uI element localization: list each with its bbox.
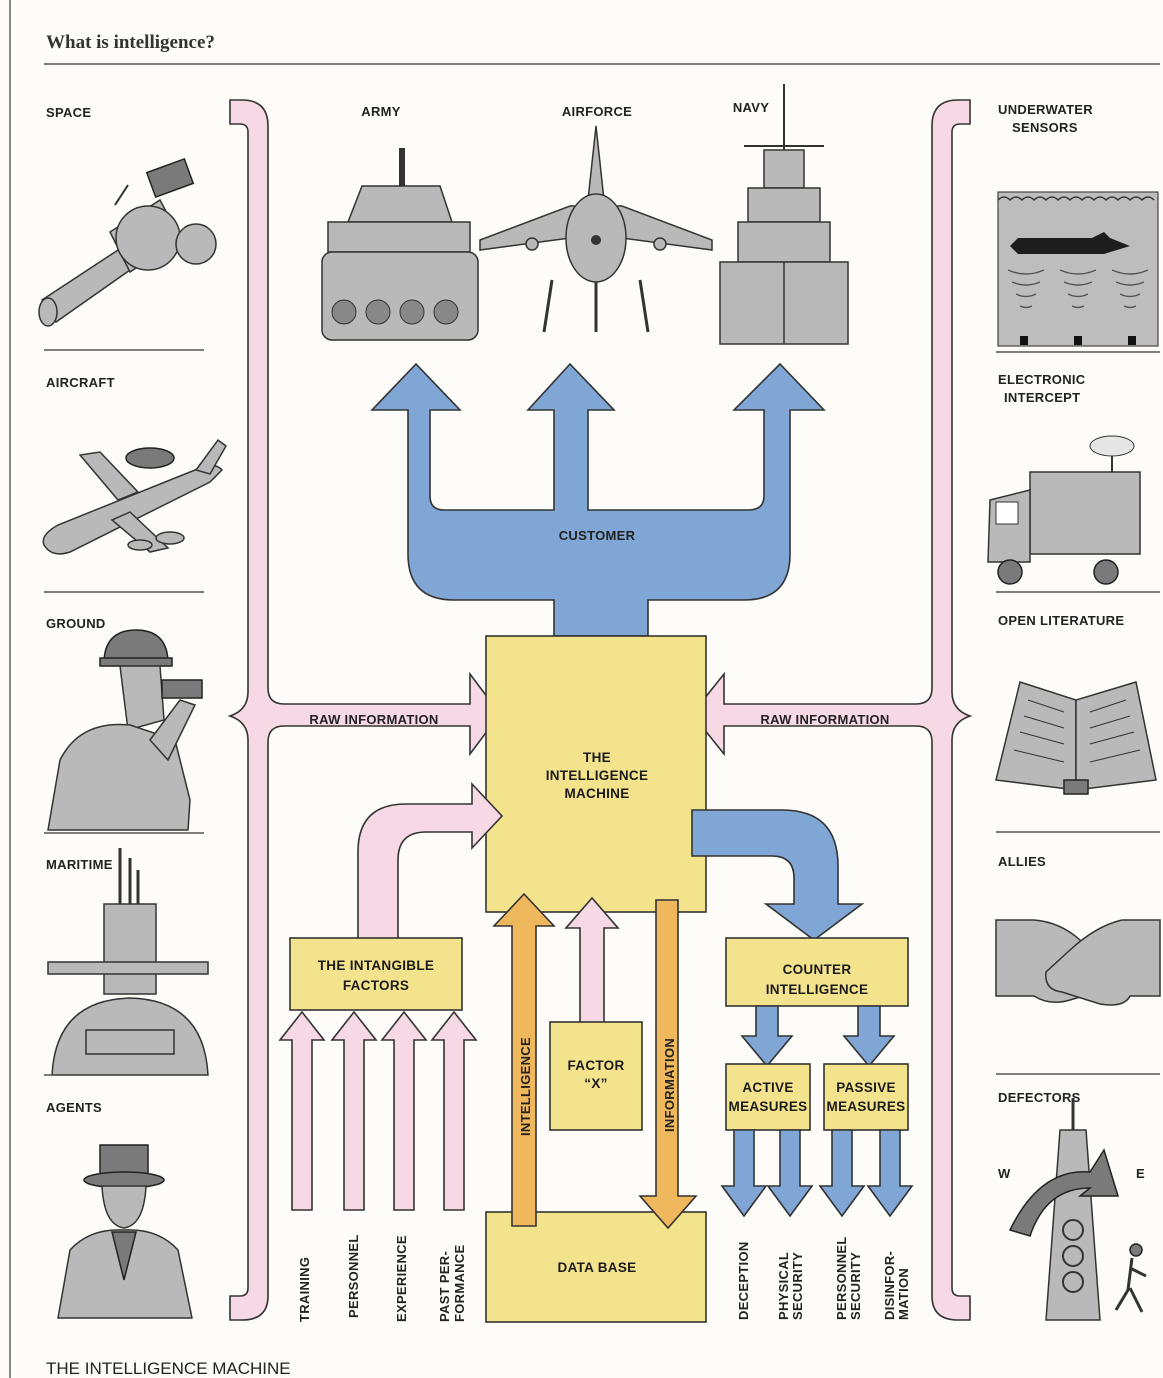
jet-fighter-icon bbox=[479, 125, 713, 333]
intelligence-up-arrow bbox=[492, 892, 556, 1227]
source-underwater-label-1: UNDERWATER bbox=[998, 102, 1093, 117]
source-maritime-label: MARITIME bbox=[46, 857, 113, 872]
source-electronic-label-1: ELECTRONIC bbox=[998, 372, 1086, 387]
output-physical-label: PHYSICAL bbox=[776, 1252, 791, 1320]
output-deception-label: DECEPTION bbox=[736, 1241, 751, 1320]
machine-to-counter-arrow bbox=[691, 809, 865, 941]
input-experience-label: EXPERIENCE bbox=[394, 1235, 409, 1322]
tank-icon bbox=[321, 148, 479, 341]
input-past-performance-label-2: FORMANCE bbox=[452, 1244, 467, 1322]
observer-binoculars-icon bbox=[47, 629, 203, 831]
data-base-box bbox=[485, 1211, 707, 1323]
open-book-icon bbox=[995, 681, 1157, 795]
intangible-factors-box bbox=[289, 937, 463, 1011]
intangible-label-1: THE INTANGIBLE bbox=[318, 958, 434, 973]
active-label-1: ACTIVE bbox=[742, 1080, 793, 1095]
data-base-label: DATA BASE bbox=[558, 1260, 637, 1275]
source-defectors-label: DEFECTORS bbox=[998, 1090, 1081, 1105]
intelligence-machine-box bbox=[485, 635, 707, 913]
counter-intelligence-box bbox=[725, 937, 909, 1007]
left-sources-column: SPACE AIRCRAFT GROUND bbox=[38, 105, 227, 1319]
output-disinformation-label-2: MATION bbox=[896, 1268, 911, 1320]
submarine-icon bbox=[47, 848, 209, 1076]
output-personnel-label: PERSONNEL bbox=[834, 1236, 849, 1320]
intelligence-flow-label: INTELLIGENCE bbox=[518, 1037, 533, 1136]
customer-airforce-label: AIRFORCE bbox=[562, 104, 632, 119]
factor-x-label-1: FACTOR bbox=[567, 1058, 624, 1073]
source-aircraft-label: AIRCRAFT bbox=[46, 375, 115, 390]
output-personnel-security-label: SECURITY bbox=[848, 1252, 863, 1320]
battleship-icon bbox=[719, 84, 849, 345]
source-electronic-label-2: INTERCEPT bbox=[1004, 390, 1080, 405]
figure-caption: THE INTELLIGENCE MACHINE bbox=[46, 1359, 291, 1378]
input-personnel-label: PERSONNEL bbox=[346, 1234, 361, 1318]
intercept-truck-icon bbox=[987, 435, 1141, 585]
measure-output-arrows bbox=[720, 1129, 914, 1218]
counter-label-2: INTELLIGENCE bbox=[766, 982, 869, 997]
counter-to-active-arrow bbox=[740, 1005, 794, 1068]
source-allies-label: ALLIES bbox=[998, 854, 1046, 869]
west-label: W bbox=[998, 1166, 1011, 1181]
intangible-to-machine-arrow bbox=[357, 781, 504, 953]
information-flow-label: INFORMATION bbox=[662, 1038, 677, 1132]
source-open-literature-label: OPEN LITERATURE bbox=[998, 613, 1124, 628]
customer-army-label: ARMY bbox=[361, 104, 401, 119]
underwater-sensors-icon bbox=[997, 191, 1159, 347]
passive-label-2: MEASURES bbox=[827, 1099, 906, 1114]
intangible-input-labels: TRAINING PERSONNEL EXPERIENCE PAST PER- … bbox=[297, 1234, 467, 1322]
spy-agent-icon bbox=[57, 1144, 193, 1319]
customer-trident-arrow bbox=[370, 362, 826, 637]
source-agents-label: AGENTS bbox=[46, 1100, 102, 1115]
handshake-icon bbox=[995, 919, 1161, 1006]
passive-label-1: PASSIVE bbox=[836, 1080, 896, 1095]
machine-label-2: INTELLIGENCE bbox=[546, 768, 649, 783]
output-physical-security-label: SECURITY bbox=[790, 1252, 805, 1320]
customer-label: CUSTOMER bbox=[559, 528, 636, 543]
intangible-input-arrows bbox=[278, 1010, 478, 1211]
input-training-label: TRAINING bbox=[297, 1257, 312, 1322]
counter-label-1: COUNTER bbox=[783, 962, 852, 977]
left-raw-information-arrow bbox=[227, 99, 501, 1321]
factor-x-box bbox=[549, 1021, 643, 1131]
page-title: What is intelligence? bbox=[46, 32, 215, 53]
satellite-icon bbox=[38, 157, 217, 327]
machine-label-1: THE bbox=[583, 750, 611, 765]
awacs-aircraft-icon bbox=[42, 438, 227, 555]
source-underwater-label-2: SENSORS bbox=[1012, 120, 1078, 135]
input-past-performance-label-1: PAST PER- bbox=[437, 1251, 452, 1322]
factor-x-label-2: “X” bbox=[584, 1076, 607, 1091]
customer-navy-label: NAVY bbox=[733, 100, 769, 115]
source-ground-label: GROUND bbox=[46, 616, 106, 631]
raw-information-left-label: RAW INFORMATION bbox=[309, 712, 438, 727]
active-label-2: MEASURES bbox=[729, 1099, 808, 1114]
output-disinformation-label-1: DISINFOR- bbox=[882, 1251, 897, 1320]
raw-information-right-label: RAW INFORMATION bbox=[760, 712, 889, 727]
active-measures-box bbox=[725, 1063, 811, 1131]
machine-label-3: MACHINE bbox=[564, 786, 629, 801]
source-space-label: SPACE bbox=[46, 105, 91, 120]
factor-x-up-arrow bbox=[564, 896, 620, 1031]
east-label: E bbox=[1136, 1166, 1145, 1181]
right-raw-information-arrow bbox=[690, 99, 973, 1321]
information-down-arrow bbox=[638, 899, 698, 1230]
passive-measures-box bbox=[823, 1063, 909, 1131]
raw-information-flows: RAW INFORMATION RAW INFORMATION bbox=[227, 99, 973, 1321]
measure-output-labels: DECEPTION PHYSICAL SECURITY PERSONNEL SE… bbox=[736, 1236, 911, 1320]
counter-to-passive-arrow bbox=[842, 1005, 896, 1068]
defector-tower-icon bbox=[1008, 1098, 1147, 1321]
right-sources-column: UNDERWATER SENSORS ELECTRONIC INTERCEPT bbox=[987, 102, 1161, 1321]
customers-row: ARMY AIRFORCE NAVY bbox=[321, 84, 849, 345]
intangible-label-2: FACTORS bbox=[343, 978, 409, 993]
